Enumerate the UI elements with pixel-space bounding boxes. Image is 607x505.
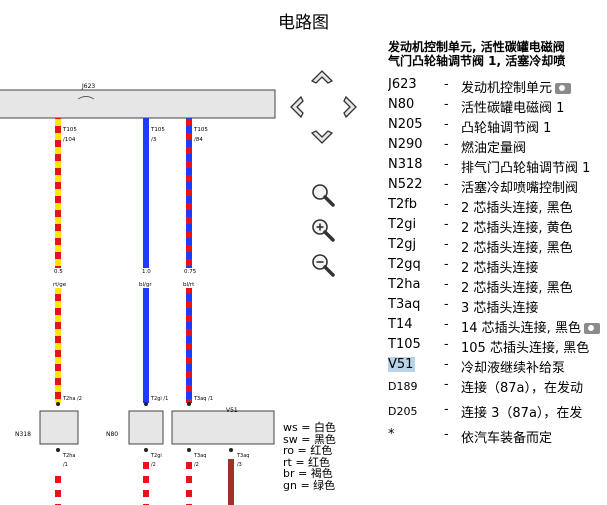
bottom-pin-1-pin: /1 [63,462,68,468]
panel-heading-line2: 气门凸轮轴调节阀 1, 活塞冷却喷 [388,54,566,68]
bottom-pin-3-connector: T3aq [193,453,206,459]
lower-pin-3: T3aq /1 [193,396,213,402]
wire-color-2: bl/gr [139,282,152,288]
bottom-pin-2-pin: /2 [151,462,156,468]
pan-up-icon[interactable] [307,62,337,92]
pin-label-3-pin: /84 [194,137,203,143]
legend-ro: ro = 红色 [283,444,333,458]
legend-gn: gn = 绿色 [283,478,336,492]
ecu-arc [77,96,95,100]
component-box-n80 [128,410,164,445]
wire-v51-lower [186,288,192,403]
wire-n318-lower [55,288,61,403]
zoom-fit-icon[interactable] [308,180,338,210]
ecu-box [0,89,276,119]
bottom-pin-1-connector: T2ha [62,453,75,459]
lower-pin-1: T2ha /2 [62,396,82,402]
wire-v51-bottom [186,459,192,505]
lower-pin-2: T2gi /1 [150,396,168,402]
component-label-n318: N318 [15,431,31,438]
wire-n80-bottom [143,459,149,505]
component-label-n80: N80 [106,431,118,438]
wire-n318-bottom [55,474,61,505]
pan-down-icon[interactable] [307,122,337,152]
wire-color-legend: ws = 白色 sw = 黑色 ro = 红色 rt = 红色 br = 褐色 … [283,422,336,492]
wire-n80-upper [143,118,149,268]
wire-n80-lower [143,288,149,403]
wire-color-1: rt/ge [53,282,67,288]
legend-rt: rt = 红色 [283,455,331,469]
wiring-diagram: J623 T105 /104 T105 /3 T105 /84 0.5 1.0 … [0,83,276,505]
zoom-out-icon[interactable] [308,250,338,280]
component-box-n318 [39,410,79,445]
pin-label-3-connector: T105 [193,127,208,133]
pin-label-1-connector: T105 [62,127,77,133]
component-label-v51: V51 [226,407,238,414]
wire-v51-upper [186,118,192,268]
bottom-pin-4-connector: T3aq [236,453,249,459]
page-title: 电路图 [278,13,329,33]
bottom-pin-4-pin: /3 [237,462,242,468]
panel-heading-line1: 发动机控制单元, 活性碳罐电磁阀 [388,40,565,54]
ecu-label: J623 [81,83,95,90]
wire-n318-upper [55,118,61,268]
zoom-in-icon[interactable] [308,215,338,245]
legend-ws: ws = 白色 [283,421,336,434]
wire-v51-ground [228,459,234,505]
bottom-pin-2-connector: T2gi [150,453,162,459]
bottom-pin-3-pin: /2 [194,462,199,468]
pan-left-icon[interactable] [282,92,312,122]
legend-sw: sw = 黑色 [283,432,336,446]
wire-size-2: 1.0 [142,269,151,275]
wire-size-1: 0.5 [54,269,63,275]
pin-label-2-pin: /3 [151,137,157,143]
pan-right-icon[interactable] [335,92,365,122]
wire-color-3: bl/rt [183,282,195,288]
component-box-v51 [171,410,275,445]
pin-label-2-connector: T105 [150,127,165,133]
camera-icon[interactable] [555,83,572,94]
legend-br: br = 褐色 [283,467,333,481]
wire-size-3: 0.75 [184,269,197,275]
component-list-panel: 发动机控制单元, 活性碳罐电磁阀 气门凸轮轴调节阀 1, 活塞冷却喷 J623-… [388,40,607,505]
camera-icon[interactable] [583,323,600,334]
pin-label-1-pin: /104 [63,137,76,143]
